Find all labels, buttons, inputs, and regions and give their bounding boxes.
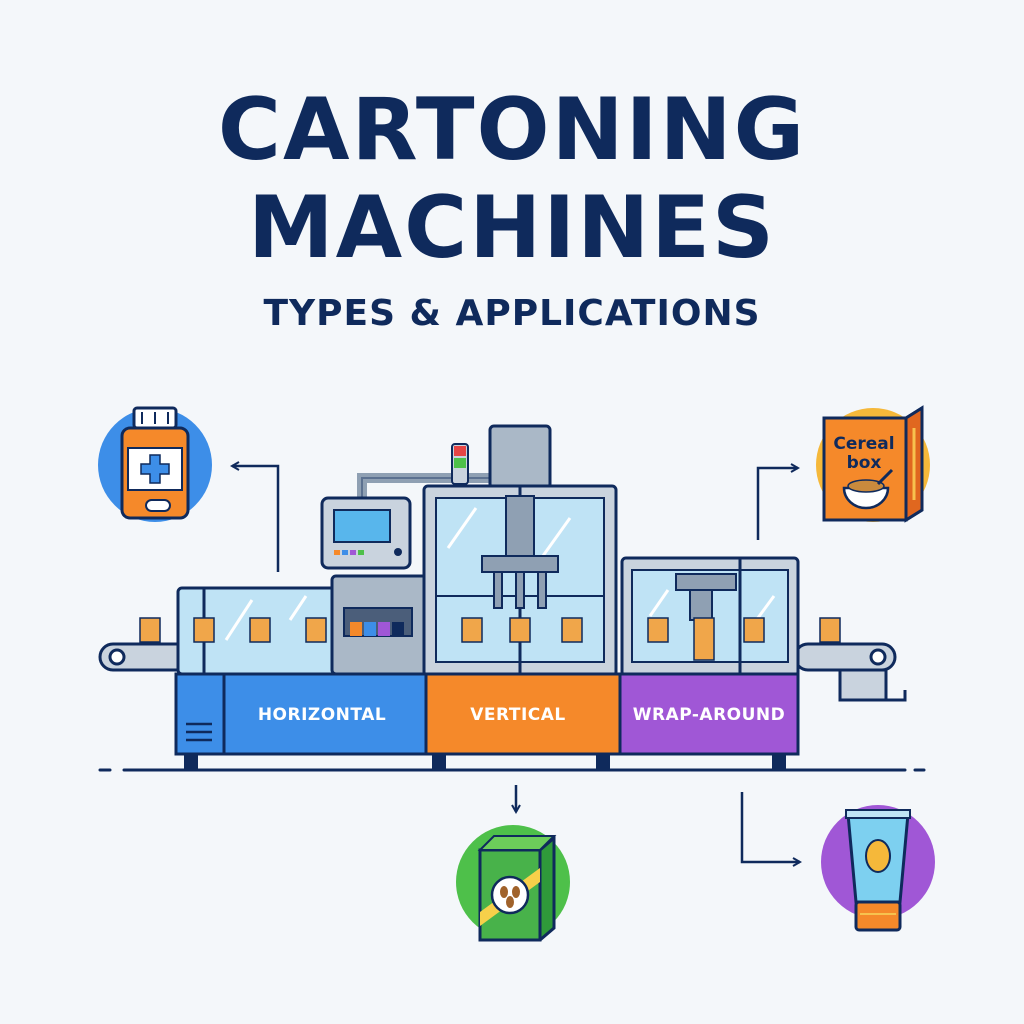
cereal-box-text-line-2: box: [847, 453, 882, 473]
section-label-vertical: VERTICAL: [470, 705, 565, 725]
control-housing: [330, 574, 430, 676]
control-panel: [320, 496, 412, 570]
conveyor-products: [139, 617, 841, 661]
arrow-to-cereal: [756, 468, 798, 540]
section-vertical: [424, 672, 622, 756]
pipe: [357, 473, 490, 498]
cereal-box-text-line-1: Cereal: [833, 434, 894, 454]
page-title-line-2: MACHINES: [248, 178, 776, 278]
snack-carton-icon: [456, 825, 570, 942]
connector-arrows: [232, 466, 800, 862]
medicine-bottle-icon: [98, 406, 212, 522]
section-label-wraparound: WRAP-AROUND: [633, 705, 786, 725]
arrow-to-cosmetics: [740, 792, 800, 862]
vertical-cabinet: [422, 484, 618, 678]
section-wraparound: [618, 672, 800, 756]
cereal-box-icon: Cereal box: [816, 405, 930, 523]
machine-feet: [184, 752, 786, 770]
page-title-line-1: CARTONING: [217, 80, 807, 180]
cosmetic-tube-icon: [821, 805, 935, 932]
arrow-to-pharma: [232, 466, 280, 572]
signal-light: [451, 443, 469, 485]
page-subtitle: TYPES & APPLICATIONS: [263, 293, 761, 334]
machine-base: [174, 672, 800, 756]
wraparound-cabinet: [620, 556, 800, 678]
right-conveyor: [793, 642, 907, 702]
section-horizontal: [174, 672, 428, 756]
section-label-horizontal: HORIZONTAL: [258, 705, 386, 725]
